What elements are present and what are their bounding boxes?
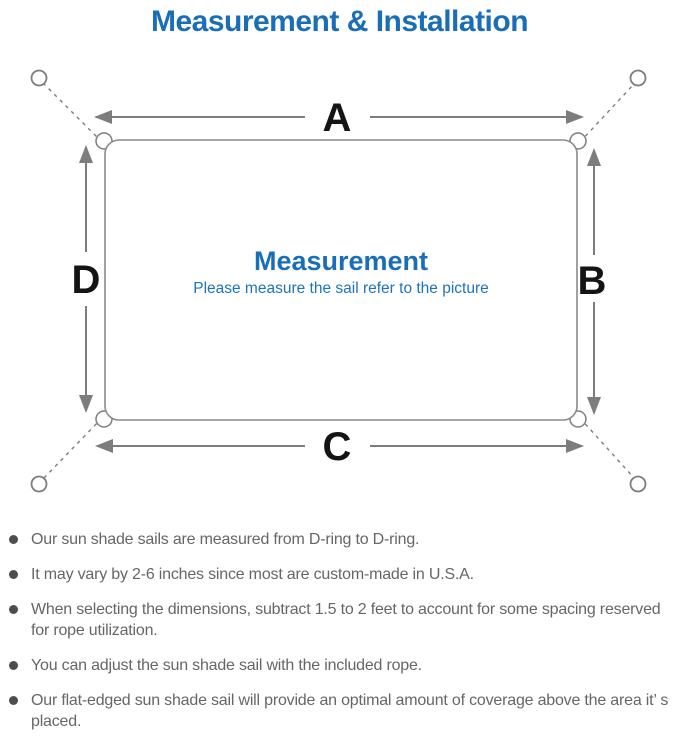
- anchor-point-bottom-right: [629, 475, 647, 493]
- bullet-icon: [9, 605, 18, 614]
- anchor-point-top-left: [30, 69, 48, 87]
- dimension-label-a: A: [323, 96, 352, 140]
- anchor-point-bottom-left: [30, 475, 48, 493]
- measurement-diagram: A B C D Measurement Please measure the s…: [30, 69, 647, 493]
- diagram-center-title: Measurement: [254, 246, 428, 276]
- bullet-icon: [9, 535, 18, 544]
- dimension-label-b: B: [578, 259, 607, 303]
- dimension-arrows: [79, 110, 601, 453]
- note-text: When selecting the dimensions, subtract …: [31, 601, 661, 639]
- dimension-label-c: C: [323, 425, 352, 469]
- note-item: It may vary by 2-6 inches since most are…: [9, 564, 669, 585]
- instruction-notes: Our sun shade sails are measured from D-…: [9, 529, 669, 739]
- tether-line-bottom-right: [579, 417, 635, 479]
- bullet-icon: [9, 696, 18, 705]
- note-item: When selecting the dimensions, subtract …: [9, 599, 669, 641]
- diagram-center-subtitle: Please measure the sail refer to the pic…: [193, 280, 489, 297]
- bullet-icon: [9, 570, 18, 579]
- anchor-points: [30, 69, 647, 493]
- tether-line-bottom-left: [43, 417, 103, 479]
- note-text: Our sun shade sails are measured from D-…: [31, 531, 420, 548]
- sail-outline: [104, 139, 578, 421]
- page-title: Measurement & Installation: [150, 5, 529, 38]
- tether-lines: [43, 83, 635, 479]
- anchor-point-top-right: [629, 69, 647, 87]
- note-text: Our flat-edged sun shade sail will provi…: [31, 692, 669, 730]
- note-text: It may vary by 2-6 inches since most are…: [31, 566, 474, 583]
- bullet-icon: [9, 661, 18, 670]
- tether-line-top-left: [43, 83, 103, 143]
- tether-line-top-right: [579, 83, 635, 143]
- note-item: You can adjust the sun shade sail with t…: [9, 655, 669, 676]
- note-item: Our sun shade sails are measured from D-…: [9, 529, 669, 550]
- dimension-label-d: D: [72, 258, 101, 302]
- note-text: You can adjust the sun shade sail with t…: [31, 657, 422, 674]
- note-item: Our flat-edged sun shade sail will provi…: [9, 690, 669, 732]
